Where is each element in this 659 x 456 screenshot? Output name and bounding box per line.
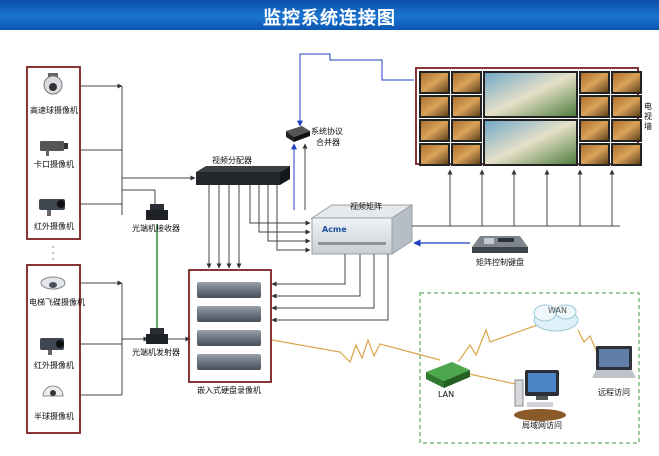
label-lan-access: 局域网访问 [522, 421, 562, 430]
tv-wall-screen [419, 143, 450, 166]
label-video-matrix: 视频矩阵 [350, 202, 382, 211]
remote-laptop-icon [592, 346, 636, 378]
half-dome-camera-icon [42, 385, 64, 397]
tv-wall-screen [611, 119, 642, 142]
tv-wall-large-screen [483, 71, 578, 118]
tv-wall-screen [579, 95, 610, 118]
label-fiber-receiver: 光端机接收器 [132, 224, 180, 233]
label-dvr: 嵌入式硬盘录像机 [197, 386, 261, 395]
label-remote-access: 远程访问 [598, 388, 630, 397]
tv-wall-screen [579, 71, 610, 94]
distributor-to-matrix-wires [249, 185, 311, 253]
tv-wall-screen [611, 71, 642, 94]
title-banner: 监控系统连接图 [0, 0, 659, 30]
tv-wall-screen [611, 95, 642, 118]
tv-wall-screen [419, 119, 450, 142]
protocol-merger-device [286, 126, 310, 142]
dvr-to-lan-link [271, 338, 441, 364]
matrix-to-dvr-wires [271, 254, 389, 323]
lan-switch-icon [426, 362, 470, 388]
camera-label-ir-top: 红外摄像机 [34, 222, 74, 231]
camera-label-box: 卡口摄像机 [34, 160, 74, 169]
camera-ellipsis: · · · [51, 243, 55, 265]
lan-to-wan-link [457, 323, 541, 363]
bottom-camera-group-frame [26, 264, 81, 434]
camera-label-ufo: 电梯飞碟摄像机 [29, 298, 85, 307]
ir-camera-icon [40, 338, 64, 355]
tv-wall-screen [451, 143, 482, 166]
camera-label-dome: 高速球摄像机 [30, 106, 78, 115]
camera-label-half-dome: 半球摄像机 [34, 412, 74, 421]
dvr-stack [197, 282, 261, 370]
tv-wall-screen [451, 95, 482, 118]
ufo-camera-icon [40, 276, 66, 290]
bottom-camera-wires [80, 280, 149, 396]
fiber-receiver-device [146, 204, 168, 220]
camera-label-ir-bottom: 红外摄像机 [34, 361, 74, 370]
top-camera-group-frame [26, 66, 81, 240]
label-protocol-merger-2: 合并器 [316, 138, 340, 147]
merger-control-link [297, 53, 414, 127]
box-camera-icon [40, 141, 68, 156]
label-fiber-transmitter: 光端机发射器 [132, 348, 180, 357]
tv-wall-screen [611, 143, 642, 166]
label-matrix-keyboard: 矩阵控制键盘 [476, 258, 524, 267]
fiber-transmitter-device [146, 328, 168, 344]
dvr-frame [188, 269, 272, 383]
video-matrix-device: Acme [310, 204, 414, 255]
tv-wall-screen [579, 119, 610, 142]
tv-wall-screen [419, 95, 450, 118]
wan-cloud-icon [533, 304, 579, 332]
lan-pc-icon [514, 370, 566, 421]
tv-wall-large-screen [483, 119, 578, 166]
tv-wall-screen [579, 143, 610, 166]
label-tv-wall: 电视墙 [644, 102, 652, 131]
tv-wall-screen [419, 71, 450, 94]
dome-camera-icon [43, 73, 63, 95]
svg-text:Acme: Acme [322, 225, 347, 234]
video-distributor-device [196, 166, 290, 185]
tv-wall-screens [419, 71, 642, 166]
network-area-frame [419, 292, 640, 444]
label-wan: WAN [548, 306, 567, 315]
label-protocol-merger-1: 系统协议 [311, 127, 343, 136]
distributor-to-dvr-wires [206, 185, 242, 269]
label-video-distributor: 视频分配器 [212, 156, 252, 165]
ir-camera-icon [39, 199, 65, 216]
top-camera-wires [80, 83, 196, 215]
page-title: 监控系统连接图 [263, 8, 396, 29]
matrix-to-tvwall-wires [412, 169, 620, 227]
matrix-keyboard-device [472, 236, 528, 253]
label-lan: LAN [438, 390, 455, 399]
tv-wall-screen [451, 119, 482, 142]
tv-wall-screen [451, 71, 482, 94]
